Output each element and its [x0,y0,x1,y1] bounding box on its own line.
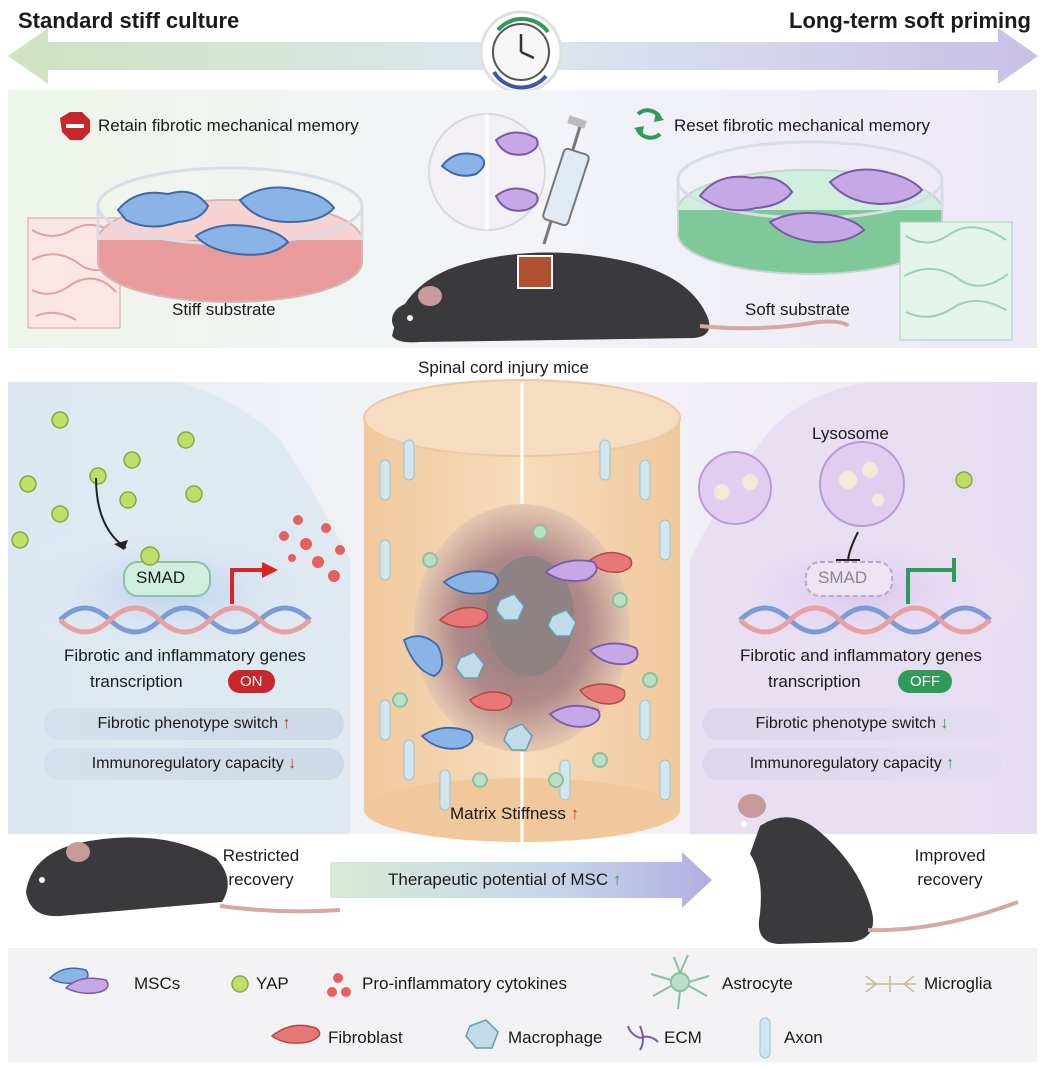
refresh-icon [634,108,664,140]
legend-cytokine-icon [327,973,351,997]
transcription-on-arrow [230,562,278,604]
left-fibrotic-text: Fibrotic phenotype switch [97,715,279,732]
legend-ecm-icon [627,1025,659,1051]
legend-yap: YAP [256,974,289,993]
clock-icon [479,10,563,94]
spinal-cord [363,379,681,842]
stiff-petri-dish [27,166,364,329]
right-fibrotic-text: Fibrotic phenotype switch [755,715,937,732]
improved-mouse [738,794,1019,944]
mice-label: Spinal cord injury mice [418,358,590,377]
stop-icon [60,112,90,140]
off-badge: OFF [898,670,952,693]
right-immuno-text: Immunoregulatory capacity [749,755,942,772]
legend-mscs: MSCs [134,974,181,993]
legend-panel [8,948,1037,1062]
stiff-substrate-label: Stiff substrate [172,300,276,319]
legend-microglia-icon [865,975,916,993]
restricted-line2: recovery [228,870,294,889]
left-fibrotic-bar: Fibrotic phenotype switch ↑ [44,708,344,740]
smad-right-label: SMAD [818,568,868,587]
legend-fibroblast: Fibroblast [328,1028,403,1047]
up-arrow-icon: ↑ [946,755,955,772]
down-arrow-icon: ↓ [940,715,949,732]
transcription-off-symbol [906,558,956,604]
dna-right [738,605,992,635]
legend-axon: Axon [784,1028,823,1047]
legend-yap-icon [231,975,249,993]
down-arrow-icon: ↓ [288,755,297,772]
soft-petri-dish [676,140,1013,341]
injured-mouse [392,252,850,343]
up-arrow-icon: ↑ [612,870,622,889]
legend-microglia: Microglia [924,974,993,993]
legend-axon-icon [759,1017,771,1059]
legend-macrophage-icon [465,1019,499,1049]
legend-ecm: ECM [664,1028,702,1047]
right-immuno-bar: Immunoregulatory capacity ↑ [702,748,1002,780]
matrix-stiffness-text: Matrix Stiffness [450,804,566,823]
yap-bound [140,546,160,566]
matrix-stiffness-label: Matrix Stiffness ↑ [450,804,579,824]
legend-astrocyte: Astrocyte [722,974,793,993]
genes-left-line2: transcription [90,672,183,691]
yap-dot-right [955,471,973,489]
therapeutic-text: Therapeutic potential of MSC [388,870,609,889]
syringe-icon [542,115,590,245]
up-arrow-icon: ↑ [282,715,291,732]
genes-right-line2: transcription [768,672,861,691]
therapeutic-label: Therapeutic potential of MSC ↑ [388,870,621,890]
therapeutic-arrow [330,852,712,908]
legend-astrocyte-icon [650,954,710,1010]
reset-caption: Reset fibrotic mechanical memory [674,116,931,135]
genes-left-line1: Fibrotic and inflammatory genes [64,646,306,665]
right-fibrotic-bar: Fibrotic phenotype switch ↓ [702,708,1002,740]
improved-line2: recovery [917,870,983,889]
retain-caption: Retain fibrotic mechanical memory [98,116,359,135]
cytokines-left [279,515,345,582]
smad-left-box [123,561,211,597]
legend-macrophage: Macrophage [508,1028,603,1047]
lysosomes [698,441,905,527]
left-immuno-bar: Immunoregulatory capacity ↓ [44,748,344,780]
smad-right-box [805,561,893,597]
soft-substrate-label: Soft substrate [745,300,850,319]
dna-left [58,605,312,635]
improved-line1: Improved [914,846,986,865]
left-immuno-text: Immunoregulatory capacity [91,755,284,772]
restricted-line1: Restricted [222,846,300,865]
header-left-title: Standard stiff culture [18,8,240,33]
smad-left-label: SMAD [136,568,186,587]
legend-msc-icon [48,967,109,995]
msc-magnifier [428,113,546,231]
legend-fibroblast-icon [270,1024,321,1044]
on-badge: ON [228,670,275,693]
legend-cytokines: Pro-inflammatory cytokines [362,974,568,993]
up-arrow-icon: ↑ [570,804,580,823]
header-right-title: Long-term soft priming [789,8,1031,33]
lysosome-label: Lysosome [812,424,889,443]
restricted-mouse [26,837,341,917]
genes-right-line1: Fibrotic and inflammatory genes [740,646,982,665]
